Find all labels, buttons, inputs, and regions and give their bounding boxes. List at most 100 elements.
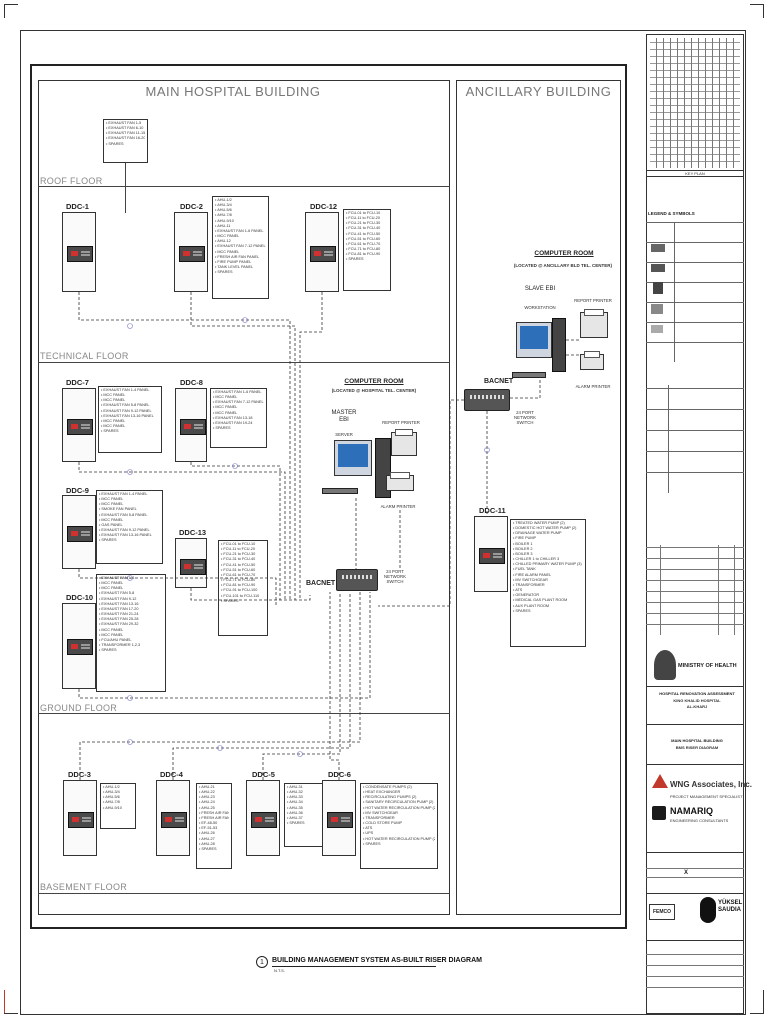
floor-divider (38, 713, 450, 714)
ddc-10-points: EXHAUST FAN 1-4MCC PANELMCC PANELEXHAUST… (96, 574, 166, 692)
table-divider (718, 545, 719, 635)
point-item: EXHAUST FAN 13-16 PANEL (99, 533, 160, 538)
point-item: SPARES (106, 142, 145, 147)
point-item: TRANSFORMER 1,2,3 (99, 643, 163, 648)
ancillary-building-title: ANCILLARY BUILDING (465, 84, 612, 99)
crop-mark (4, 990, 5, 1014)
ddc-label: DDC-8 (180, 378, 203, 387)
ddc-8-points: EXHAUST FAN 1-6 PANELMCC PANELEXHAUST FA… (210, 388, 267, 448)
point-item: FRESH AIR FAN 3-4 (199, 816, 229, 821)
ddc-9-controller[interactable] (62, 495, 96, 569)
point-item: FRESH AIR FAN 1-2 (199, 811, 229, 816)
tb-divider (646, 852, 744, 853)
point-item: AHU-1/2 (215, 198, 266, 203)
tb-divider (646, 724, 744, 725)
drawing-scale: N.T.S. (274, 968, 285, 973)
point-item: FCU-41 to FCU-50 (221, 563, 265, 568)
point-item: FCU-21 to FCU-30 (221, 552, 265, 557)
network-switch-icon[interactable] (336, 569, 378, 591)
ddc-label: DDC-2 (180, 202, 203, 211)
ddc-13-points: FCU-01 to FCU-10FCU-11 to FCU-20FCU-21 t… (218, 540, 268, 636)
point-item: AHU-23 (199, 795, 229, 800)
point-item: MCC PANEL (213, 411, 264, 416)
anc-report-printer-icon[interactable] (580, 309, 608, 338)
point-item: FUEL TANK (513, 567, 583, 572)
namariq-logo (652, 806, 666, 820)
point-item: FCU-81 to FCU-90 (346, 252, 388, 257)
title-block (646, 34, 744, 1014)
report-printer-icon[interactable] (391, 429, 417, 456)
point-item: EXHAUST FAN 5-8 (99, 591, 163, 596)
ddc-1-controller[interactable] (62, 212, 96, 292)
consultant-2: NAMARIQ (670, 806, 713, 816)
point-item: AHU-5/6 (103, 795, 133, 800)
switch-label: 24 PORT NETWORK SWITCH (384, 569, 406, 585)
point-item: EF-48-50 (199, 821, 229, 826)
point-item: EXHAUST FAN 13-16 (99, 602, 163, 607)
point-item: FCU-61 to FCU-70 (346, 242, 388, 247)
controller-icon (479, 548, 505, 565)
floor-divider (38, 893, 450, 894)
point-item: EXHAUST FAN 1-5 (106, 121, 145, 126)
point-item: FRESH AIR FAN PANEL (215, 255, 266, 260)
ddc-4-points: AHU-21AHU-22AHU-23AHU-24AHU-25FRESH AIR … (196, 783, 232, 869)
ddc-10-controller[interactable] (62, 603, 96, 689)
controller-icon (180, 559, 206, 576)
point-item: MCC PANEL (101, 424, 159, 429)
controller-icon (67, 639, 93, 656)
ddc-2-controller[interactable] (174, 212, 208, 292)
point-item: AHU-1/2 (103, 785, 133, 790)
ddc-7-controller[interactable] (62, 388, 96, 462)
point-item: HEAT EXCHANGER (363, 790, 435, 795)
point-item: DOMESTIC HOT WATER PUMP (2) (513, 526, 583, 531)
point-item: EXHAUST FAN 29-32 (99, 622, 163, 627)
point-item: EXHAUST FAN 25-28 (99, 617, 163, 622)
anc-alarm-printer-icon[interactable] (580, 351, 604, 370)
point-item: AHU-26 (199, 831, 229, 836)
point-item: CONDENSATE PUMPS (2) (363, 785, 435, 790)
ddc-8-controller[interactable] (175, 388, 207, 462)
point-item: BOILER 1 (513, 542, 583, 547)
computer-room-location: (LOCATED @ HOSPITAL TEL. CENTER) (331, 388, 417, 393)
ddc-2-points: AHU-1/2AHU-3/4AHU-5/6AHU-7/8AHU-9/10AHU-… (212, 196, 269, 299)
point-item: DRAINAGE WATER PUMP (513, 531, 583, 536)
point-item: AHU-34 (287, 800, 321, 805)
point-item: EXHAUST FAN 9-12 PANEL (99, 528, 160, 533)
title-underline (272, 966, 436, 967)
point-item: MCC PANEL (99, 586, 163, 591)
sheet-info-table (646, 948, 744, 998)
ddc-label: DDC-10 (66, 593, 94, 602)
alarm-printer-icon[interactable] (386, 472, 414, 491)
point-item: CHILLER 1 to CHILLER 3 (513, 557, 583, 562)
anc-network-switch-icon[interactable] (464, 389, 510, 411)
ddc-11-controller[interactable] (474, 516, 508, 592)
workstation-icon (653, 282, 663, 294)
workstation-tower-icon (552, 318, 566, 372)
alarm-printer-label: ALARM PRINTER (380, 504, 416, 509)
approval-mark: X (684, 870, 689, 876)
controller-icon (67, 419, 93, 436)
point-item: FCU-41 to FCU-50 (346, 232, 388, 237)
ddc-12-controller[interactable] (305, 212, 339, 292)
point-item: FCU-11 to FCU-20 (221, 547, 265, 552)
ddc-6-controller[interactable] (322, 780, 356, 856)
drawing-title: BUILDING MANAGEMENT SYSTEM AS-BUILT RISE… (272, 957, 482, 964)
point-item: MCC PANEL (99, 628, 163, 633)
point-item: CHILLED PRIMARY WATER PUMP (3) (513, 562, 583, 567)
key-plan-drawing (650, 38, 740, 168)
approval-table (646, 860, 744, 886)
ddc-4-controller[interactable] (156, 780, 190, 856)
report-printer-label: REPORT PRINTER (382, 420, 420, 425)
point-item: MCC PANEL (213, 395, 264, 400)
point-item: AHU-9/10 (215, 219, 266, 224)
floor-label-ground: GROUND FLOOR (40, 703, 118, 713)
sheet-title-2: BMS RISER DIAGRAM (675, 745, 719, 750)
ddc-3-controller[interactable] (63, 780, 97, 856)
point-item: AHU-32 (287, 790, 321, 795)
ddc-13-controller[interactable] (175, 538, 207, 588)
point-item: AHU-36 (287, 811, 321, 816)
ddc-5-controller[interactable] (246, 780, 280, 856)
slave-ebi-label: SLAVE EBI (524, 286, 556, 292)
point-item: FCU-61 to FCU-70 (221, 573, 265, 578)
